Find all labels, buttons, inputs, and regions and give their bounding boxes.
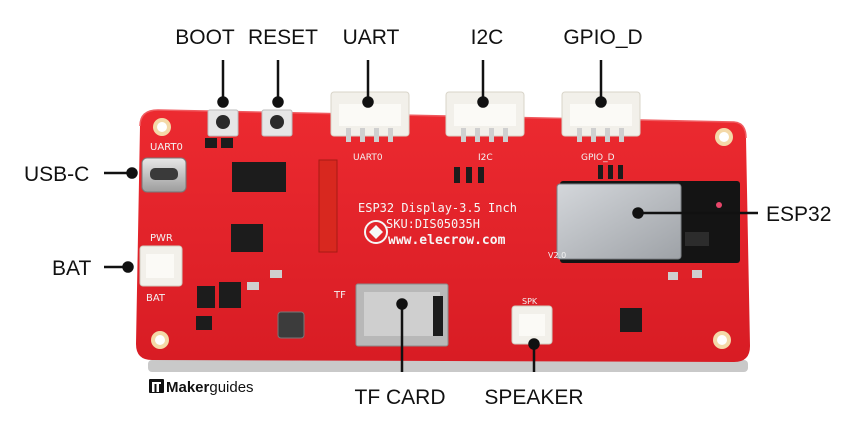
elecrow-logo xyxy=(364,220,388,244)
uart-connector xyxy=(330,91,410,142)
silk-pwr: PWR xyxy=(150,233,173,244)
callout-lines xyxy=(104,60,758,372)
label-gpio-d: GPIO_D xyxy=(563,26,642,49)
silk-bat: BAT xyxy=(146,293,166,304)
pcb-board xyxy=(136,109,750,372)
bat-connector xyxy=(139,245,183,287)
silk-sku: SKU:DIS05035H xyxy=(386,217,480,231)
speaker-connector xyxy=(511,305,553,345)
label-reset: RESET xyxy=(248,26,318,49)
esp32-module xyxy=(556,181,740,263)
brand-name: Makerguides xyxy=(166,379,254,396)
silk-uart0-connector: UART0 xyxy=(353,153,383,163)
silk-website: www.elecrow.com xyxy=(388,233,506,248)
makerguides-logo xyxy=(149,379,164,393)
usb-c-port xyxy=(141,157,187,193)
label-uart: UART xyxy=(343,26,400,49)
silk-tf: TF xyxy=(333,290,346,301)
label-speaker: SPEAKER xyxy=(484,386,583,409)
boot-button-part xyxy=(207,109,239,137)
label-boot: BOOT xyxy=(175,26,235,49)
label-usb-c: USB-C xyxy=(24,163,89,186)
gpio-d-connector xyxy=(561,91,641,142)
silk-gpio-d-connector: GPIO_D xyxy=(581,153,615,163)
label-bat: BAT xyxy=(52,257,91,280)
silk-board-name: ESP32 Display-3.5 Inch xyxy=(358,201,517,215)
reset-button-part xyxy=(261,109,293,137)
silk-i2c-connector: I2C xyxy=(478,153,493,163)
chips xyxy=(196,138,702,339)
label-esp32: ESP32 xyxy=(766,203,831,226)
label-i2c: I2C xyxy=(471,26,504,49)
silk-spk: SPK xyxy=(522,297,538,306)
silk-version: V2.0 xyxy=(548,251,566,260)
i2c-connector xyxy=(445,91,525,142)
label-tf-card: TF CARD xyxy=(355,386,446,409)
silk-uart0-top: UART0 xyxy=(150,142,183,153)
